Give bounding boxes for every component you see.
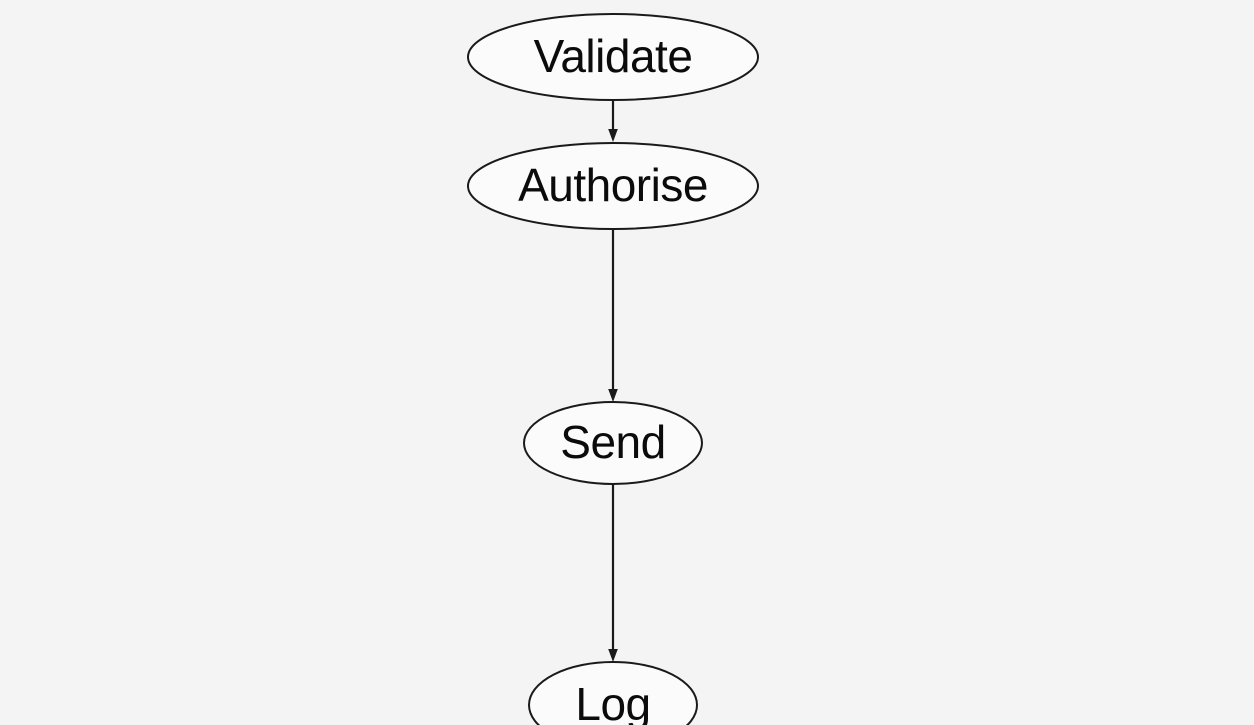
arrowhead-icon — [608, 649, 618, 662]
node-authorise-shape[interactable] — [467, 142, 759, 230]
edge-authorise-to-send — [608, 230, 618, 402]
node-send[interactable]: Send — [523, 401, 703, 485]
node-authorise[interactable]: Authorise — [467, 142, 759, 230]
node-log-label: Log — [575, 678, 650, 725]
node-send-label: Send — [560, 416, 665, 468]
arrowhead-icon — [608, 389, 618, 402]
edge-send-to-log — [608, 484, 618, 662]
edge-validate-to-authorise — [608, 101, 618, 142]
node-log-shape[interactable] — [528, 661, 698, 725]
node-validate-label: Validate — [534, 30, 693, 82]
arrowhead-icon — [608, 129, 618, 142]
node-log[interactable]: Log — [528, 661, 698, 725]
node-authorise-label: Authorise — [518, 159, 708, 211]
node-validate-shape[interactable] — [467, 13, 759, 101]
node-send-shape[interactable] — [523, 401, 703, 485]
node-validate[interactable]: Validate — [467, 13, 759, 101]
